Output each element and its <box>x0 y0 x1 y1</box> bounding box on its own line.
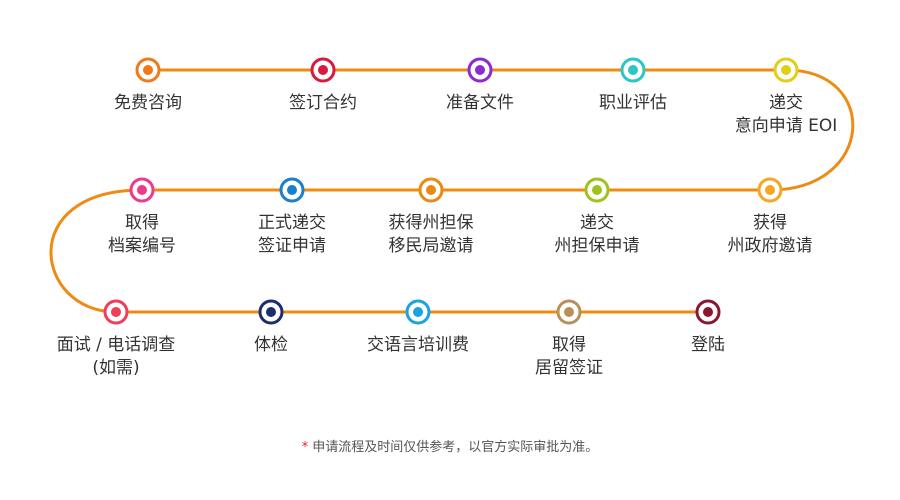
step-label: 递交 意向申请 EOI <box>734 93 838 136</box>
step-label: 签订合约 <box>289 93 357 113</box>
step-node <box>135 57 161 83</box>
step-node <box>556 299 582 325</box>
step-node <box>103 299 129 325</box>
step-label: 体检 <box>254 335 288 355</box>
step-node-dot <box>413 307 423 317</box>
step-node <box>620 57 646 83</box>
step-node <box>757 177 783 203</box>
step-label: 准备文件 <box>446 93 514 113</box>
step-node <box>584 177 610 203</box>
step-label: 获得 州政府邀请 <box>727 213 813 256</box>
step-node <box>129 177 155 203</box>
disclaimer-note: *申请流程及时间仅供参考，以官方实际审批为准。 <box>0 436 900 455</box>
step-node <box>279 177 305 203</box>
step-label: 获得州担保 移民局邀请 <box>388 213 474 256</box>
step-node-dot <box>111 307 121 317</box>
step-node-dot <box>781 65 791 75</box>
step-node-dot <box>143 65 153 75</box>
step-node <box>418 177 444 203</box>
step-node-dot <box>592 185 602 195</box>
step-label: 递交 州担保申请 <box>554 213 640 256</box>
step-label: 取得 档案编号 <box>108 213 176 256</box>
step-node <box>405 299 431 325</box>
step-node-dot <box>628 65 638 75</box>
step-node-dot <box>318 65 328 75</box>
step-label: 交语言培训费 <box>367 335 469 355</box>
step-node <box>258 299 284 325</box>
step-node-dot <box>475 65 485 75</box>
step-label: 免费咨询 <box>114 93 182 113</box>
step-node <box>773 57 799 83</box>
step-node <box>310 57 336 83</box>
step-node-dot <box>426 185 436 195</box>
disclaimer-text: 申请流程及时间仅供参考，以官方实际审批为准。 <box>312 440 599 455</box>
step-node <box>695 299 721 325</box>
step-label: 职业评估 <box>599 93 667 113</box>
step-node-dot <box>564 307 574 317</box>
step-node <box>467 57 493 83</box>
asterisk-mark: * <box>301 440 309 455</box>
step-node-dot <box>703 307 713 317</box>
step-node-dot <box>266 307 276 317</box>
step-label: 登陆 <box>691 335 725 355</box>
step-node-dot <box>765 185 775 195</box>
step-label: 正式递交 签证申请 <box>258 213 326 256</box>
step-node-dot <box>287 185 297 195</box>
step-node-dot <box>137 185 147 195</box>
step-label: 面试 / 电话调查 (如需) <box>56 335 176 378</box>
step-label: 取得 居留签证 <box>535 335 603 378</box>
